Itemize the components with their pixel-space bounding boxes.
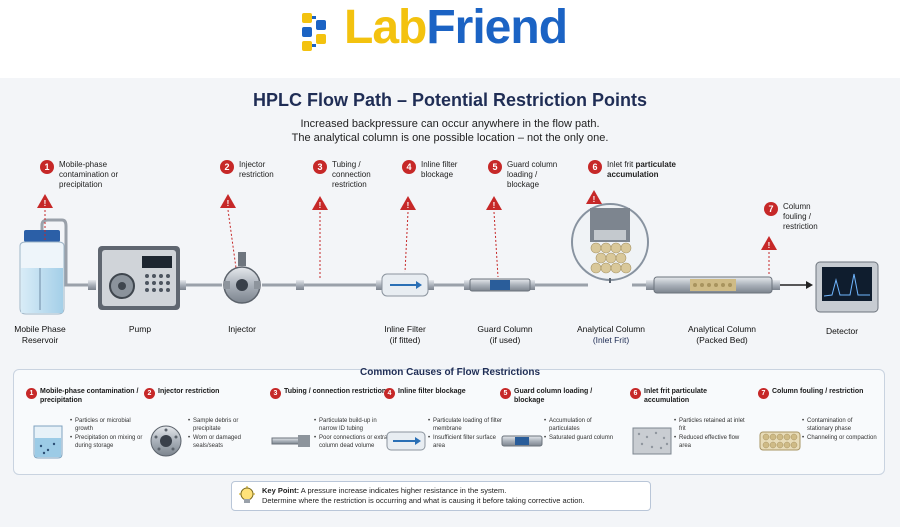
lightbulb-icon — [239, 486, 255, 503]
svg-text:!: ! — [407, 201, 410, 210]
cause-item-6: 6 Inlet frit particulate accumulation Pa… — [630, 388, 748, 472]
beaker-icon — [33, 425, 63, 459]
packed-bed-label: Analytical Column(Packed Bed) — [687, 324, 757, 345]
warning-icons: ! ! ! ! ! ! ! — [37, 190, 777, 250]
cause-item-2: 2 Injector restriction Sample debris or … — [144, 388, 262, 472]
cause-item-3: 3 Tubing / connection restriction Partic… — [270, 388, 389, 472]
key-point-text: Key Point: A pressure increase indicates… — [262, 486, 585, 505]
cause-item-4: 4 Inline filter blockage Particulate loa… — [384, 388, 502, 472]
inlet-frit-label: Analytical Column(Inlet Frit) — [576, 324, 646, 345]
tubing-fitting-icon — [271, 435, 310, 447]
fittings — [88, 280, 780, 290]
analytical-column-icon — [653, 276, 773, 294]
logo-mark-icon — [302, 13, 326, 51]
flow-path-diagram: ! ! ! ! ! ! ! — [19, 190, 879, 315]
detector-icon — [815, 261, 879, 313]
guard-cartridge-icon — [501, 435, 543, 447]
svg-text:!: ! — [593, 195, 596, 204]
key-point-box: Key Point: A pressure increase indicates… — [231, 481, 651, 511]
frit-icon — [632, 427, 672, 455]
svg-text:!: ! — [319, 201, 322, 210]
logo-wordmark: LabFriend — [344, 1, 568, 54]
svg-text:!: ! — [493, 201, 496, 210]
packed-bed-icon — [759, 431, 801, 451]
causes-title: Common Causes of Flow Restrictions — [359, 367, 541, 378]
pump-label: Pump — [128, 324, 152, 334]
svg-text:!: ! — [44, 199, 47, 208]
cause-item-5: 5 Guard column loading / blockage Accumu… — [500, 388, 618, 472]
inline-filter-icon — [381, 273, 429, 297]
injector-icon — [223, 252, 261, 304]
svg-text:!: ! — [227, 199, 230, 208]
tubing-line — [40, 218, 813, 289]
inline-filter-label: Inline Filter(if fitted) — [384, 324, 426, 345]
injector-label: Injector — [228, 324, 256, 334]
diagram-title: HPLC Flow Path – Potential Restriction P… — [252, 90, 648, 110]
guard-column-label: Guard Column(if used) — [477, 324, 533, 345]
guard-column-icon — [469, 278, 531, 292]
inlet-frit-magnifier-icon — [571, 203, 649, 283]
cause-item-1: 1 Mobile-phase contamination / precipita… — [26, 388, 144, 472]
pointer-lines — [44, 209, 770, 278]
injector-valve-icon — [150, 425, 182, 457]
cause-item-7: 7 Column fouling / restriction Contamina… — [758, 388, 877, 472]
detector-label: Detector — [825, 326, 859, 336]
filter-icon — [386, 431, 426, 451]
mobile-phase-reservoir-icon — [19, 230, 65, 315]
svg-text:!: ! — [768, 241, 771, 250]
pump-icon — [98, 246, 180, 310]
diagram-subtitle: Increased backpressure can occur anywher… — [291, 118, 609, 144]
labfriend-logo: LabFriend — [300, 1, 610, 58]
common-causes-panel: 1 Mobile-phase contamination / precipita… — [13, 369, 885, 475]
